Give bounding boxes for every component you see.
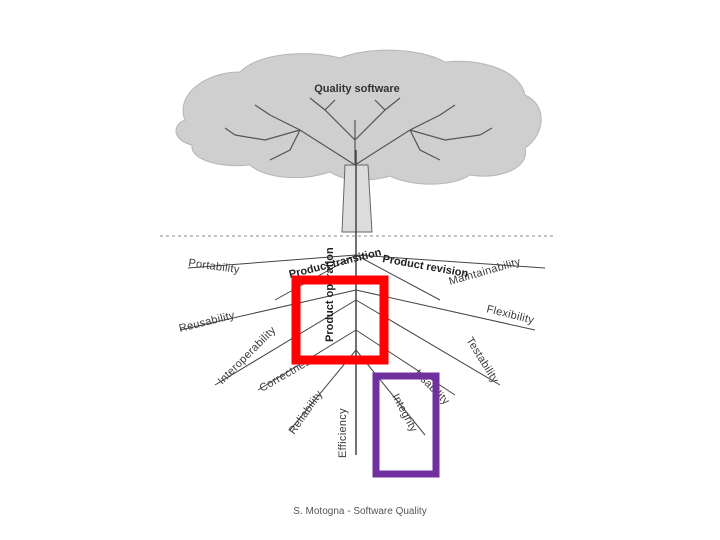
tree-trunk (341, 150, 373, 455)
product-operation-highlight (291, 275, 389, 365)
canopy-label: Quality software (314, 83, 400, 95)
quality-label-efficiency: Efficiency (337, 408, 349, 458)
footer-text: S. Motogna - Software Quality (293, 506, 427, 517)
quality-label-reusability: Reusability (178, 309, 237, 335)
quality-label-reliability: Reliability (287, 388, 326, 436)
quality-label-integrity: Integrity (389, 392, 419, 435)
quality-label-flexibility: Flexibility (485, 303, 535, 326)
quality-label-portability: Portability (188, 257, 241, 276)
quality-label-testability: Testability (463, 335, 501, 385)
branch-label-product-operation: Product operation (324, 247, 336, 342)
tree-canopy (175, 49, 542, 185)
integrity-highlight (372, 372, 440, 478)
slide-footer: S. Motogna - Software Quality (0, 506, 720, 517)
